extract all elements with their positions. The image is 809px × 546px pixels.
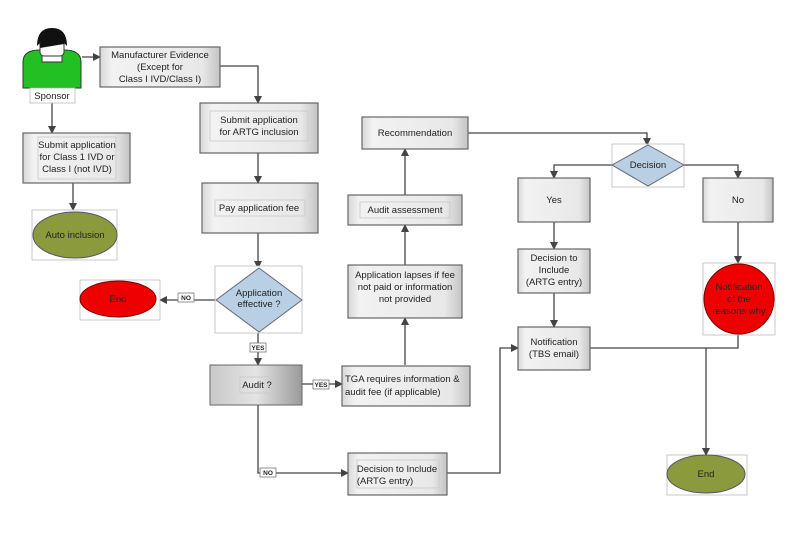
svg-text:Recommendation: Recommendation xyxy=(378,128,452,139)
svg-text:Decision to Include: Decision to Include xyxy=(357,464,437,475)
node-recommendation[interactable]: Recommendation xyxy=(361,116,469,150)
node-auto-inclusion[interactable]: Auto inclusion xyxy=(31,209,118,261)
node-end-right[interactable]: End xyxy=(666,454,748,496)
svg-text:Manufacturer Evidence: Manufacturer Evidence xyxy=(111,50,209,61)
svg-text:Submit application: Submit application xyxy=(38,140,116,151)
svg-text:End: End xyxy=(110,294,127,305)
svg-text:Notification: Notification xyxy=(531,337,578,348)
node-notification-reasons[interactable]: Notification of the reasons why xyxy=(702,262,776,336)
svg-text:Notification: Notification xyxy=(716,282,763,293)
svg-text:of the: of the xyxy=(727,294,751,305)
svg-text:Class I IVD/Class I): Class I IVD/Class I) xyxy=(119,74,201,85)
svg-text:(TBS email): (TBS email) xyxy=(529,349,579,360)
node-pay-fee[interactable]: Pay application fee xyxy=(201,182,319,234)
svg-text:No: No xyxy=(732,195,744,206)
svg-text:Application lapses if fee: Application lapses if fee xyxy=(355,270,455,281)
node-audit-assessment[interactable]: Audit assessment xyxy=(347,194,463,226)
person-icon xyxy=(22,28,82,89)
svg-text:Audit assessment: Audit assessment xyxy=(368,205,443,216)
edge-label-yes-down: YES xyxy=(249,342,267,353)
edge-label-no-left: NO xyxy=(177,292,195,303)
connectors xyxy=(48,53,742,477)
svg-text:End: End xyxy=(698,469,715,480)
svg-text:NO: NO xyxy=(263,470,273,477)
svg-text:YES: YES xyxy=(314,382,328,389)
svg-text:(Except for: (Except for xyxy=(137,62,183,73)
edge-reasons-join xyxy=(590,335,739,349)
svg-text:Yes: Yes xyxy=(546,195,562,206)
edge-label-yes-right: YES xyxy=(312,379,330,390)
svg-text:not paid or information: not paid or information xyxy=(358,282,453,293)
svg-text:Auto inclusion: Auto inclusion xyxy=(45,230,104,241)
node-submit-artg[interactable]: Submit application for ARTG inclusion xyxy=(199,102,319,154)
svg-text:Include: Include xyxy=(539,265,570,276)
node-decision-include-right[interactable]: Decision to Include (ARTG entry) xyxy=(517,248,591,294)
svg-text:NO: NO xyxy=(181,295,191,302)
node-tga-requires[interactable]: TGA requires information & audit fee (if… xyxy=(341,365,471,407)
svg-text:for ARTG inclusion: for ARTG inclusion xyxy=(219,127,298,138)
svg-text:Decision to: Decision to xyxy=(531,253,578,264)
node-yes[interactable]: Yes xyxy=(517,177,591,223)
edge-decision-no xyxy=(684,164,742,179)
node-submit-class1[interactable]: Submit application for Class 1 IVD or Cl… xyxy=(22,132,131,184)
edge-audit-no-include xyxy=(257,405,349,477)
svg-text:Class I (not IVD): Class I (not IVD) xyxy=(42,164,112,175)
node-decision[interactable]: Decision xyxy=(610,143,686,188)
node-decision-include-bottom[interactable]: Decision to Include (ARTG entry) xyxy=(347,452,448,496)
edge-recommendation-decision xyxy=(468,132,651,146)
svg-text:YES: YES xyxy=(251,345,265,352)
sponsor: Sponsor xyxy=(22,28,82,104)
node-audit[interactable]: Audit ? xyxy=(209,364,303,406)
svg-text:Audit ?: Audit ? xyxy=(242,380,272,391)
edge-include-notification-left xyxy=(447,344,519,474)
svg-text:reasons why: reasons why xyxy=(712,306,766,317)
svg-text:Pay application fee: Pay application fee xyxy=(219,203,299,214)
svg-text:Application: Application xyxy=(236,288,282,299)
svg-text:audit fee (if applicable): audit fee (if applicable) xyxy=(345,387,441,398)
node-notification[interactable]: Notification (TBS email) xyxy=(517,326,591,371)
node-application-effective[interactable]: Application effective ? xyxy=(214,265,303,334)
edge-label-no-down: NO xyxy=(259,467,277,478)
edge-decision-yes xyxy=(550,164,612,179)
svg-text:Decision: Decision xyxy=(630,160,666,171)
svg-text:not provided: not provided xyxy=(379,294,431,305)
svg-text:(ARTG entry): (ARTG entry) xyxy=(357,476,413,487)
node-end-left[interactable]: End xyxy=(79,279,161,321)
svg-text:TGA requires information &: TGA requires information & xyxy=(345,374,460,385)
svg-text:for Class 1 IVD or: for Class 1 IVD or xyxy=(40,152,115,163)
svg-text:Submit application: Submit application xyxy=(220,115,298,126)
svg-text:(ARTG entry): (ARTG entry) xyxy=(526,277,582,288)
node-application-lapses[interactable]: Application lapses if fee not paid or in… xyxy=(347,264,463,319)
edge-manufacturer-submit xyxy=(220,65,262,104)
node-manufacturer-evidence[interactable]: Manufacturer Evidence (Except for Class … xyxy=(99,46,221,88)
sponsor-label: Sponsor xyxy=(34,91,69,102)
node-no[interactable]: No xyxy=(702,177,774,223)
svg-text:effective ?: effective ? xyxy=(237,299,280,310)
